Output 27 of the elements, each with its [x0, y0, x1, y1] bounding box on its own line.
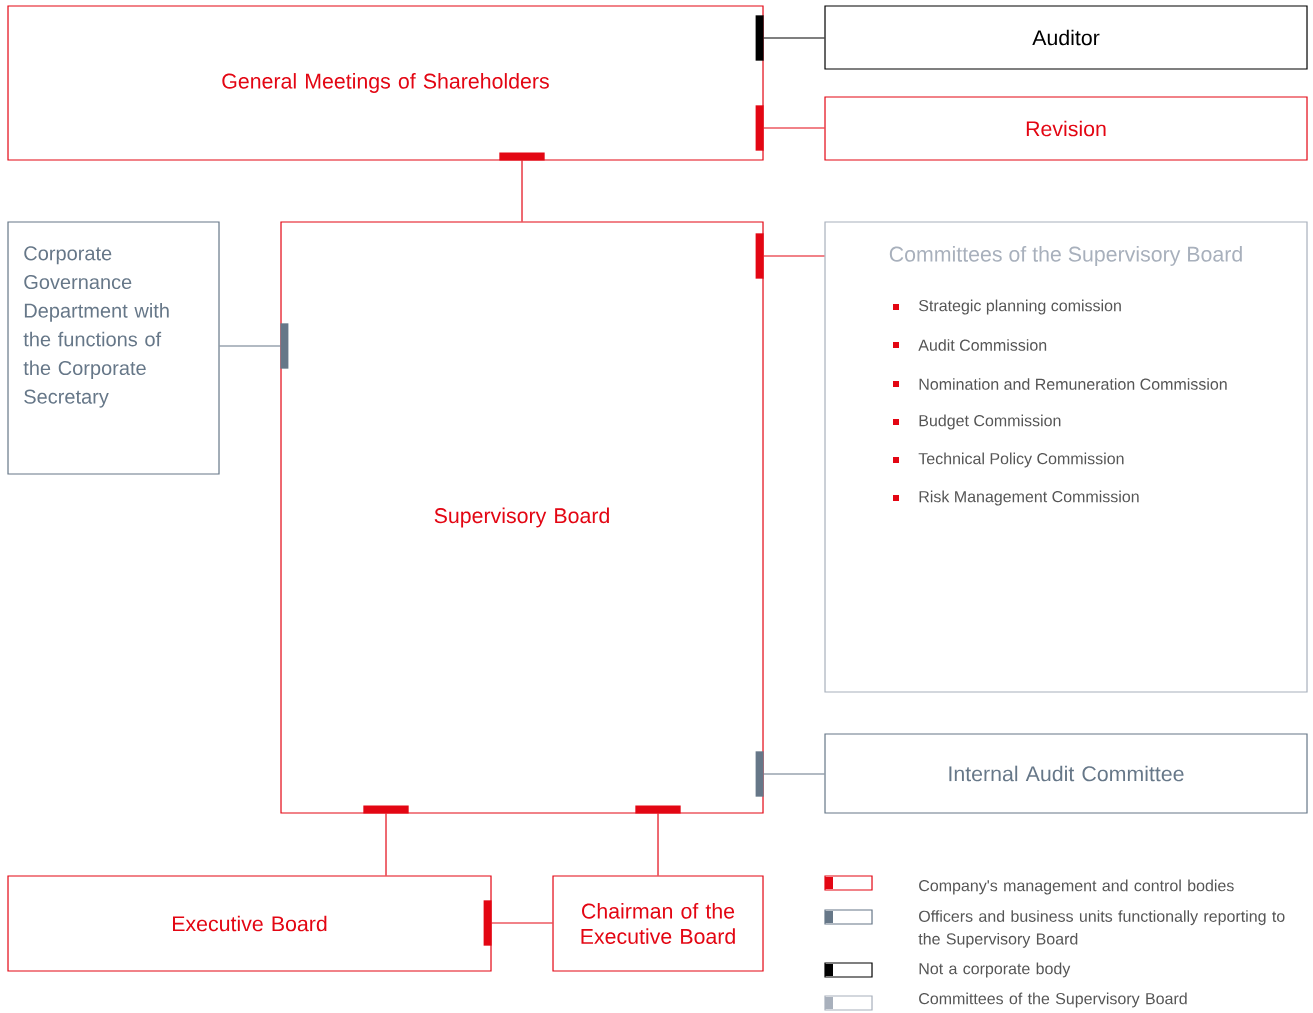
body-box: Revision	[824, 96, 1308, 161]
connector	[219, 323, 289, 369]
connector	[483, 900, 553, 946]
legend-text: Officers and business units functionally reporting to the Supervisory Board	[918, 910, 1285, 948]
connector	[635, 805, 681, 876]
bullet-item: Audit Commission	[893, 339, 1047, 351]
bullet-item: Budget Commission	[893, 414, 1061, 430]
connector	[499, 152, 545, 222]
connector	[755, 233, 825, 279]
body-box: Executive Board	[7, 875, 492, 972]
connector	[363, 805, 409, 876]
legend-text: Committees of the Supervisory Board	[919, 992, 1187, 1008]
department-box: Corporate Governance Department with the functions of the Corporate Secretary	[7, 221, 220, 475]
legend-text: Not a corporate body	[919, 962, 1071, 978]
board-box: Supervisory Board	[280, 221, 764, 814]
connector	[755, 105, 825, 151]
connector	[755, 751, 825, 797]
bullet-item: Strategic planning comission	[893, 299, 1121, 315]
bullet-item: Nomination and Remuneration Commission	[893, 378, 1227, 390]
connector	[755, 15, 825, 61]
bullet-item: Risk Management Commission	[893, 490, 1139, 506]
legend-text: Company's management and control bodies	[919, 879, 1234, 895]
auditor-box: Auditor	[824, 5, 1308, 70]
body-box: General Meetings of Shareholders	[7, 5, 764, 161]
body-box: Chairman of the Executive Board	[552, 875, 764, 972]
bullet-item: Technical Policy Commission	[893, 452, 1124, 468]
committee-box: Internal Audit Committee	[824, 733, 1308, 814]
